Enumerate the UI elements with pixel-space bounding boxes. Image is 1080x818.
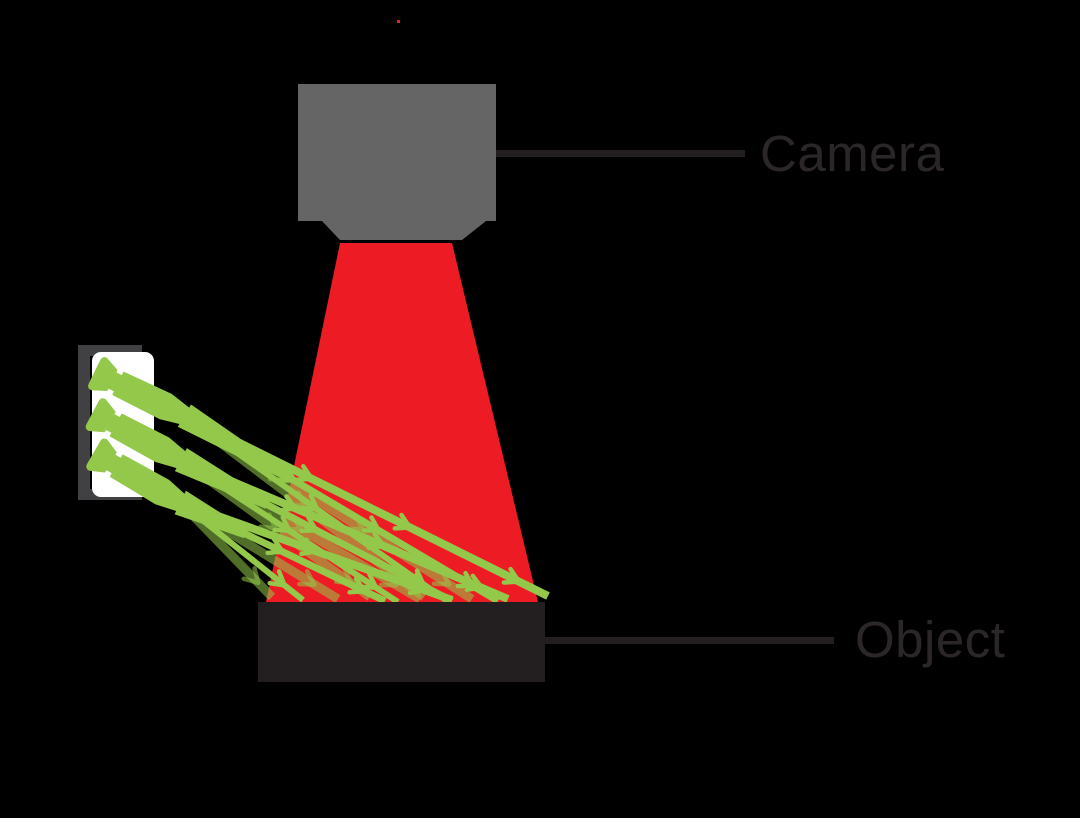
ray-arrowhead xyxy=(359,572,379,591)
ray-arrowhead xyxy=(294,464,314,482)
camera-lens-mount xyxy=(322,221,486,240)
bright-rays-layer xyxy=(178,412,550,606)
laser-emitters-layer xyxy=(85,357,190,511)
camera-body xyxy=(298,84,496,221)
ray-arrowhead xyxy=(299,537,319,557)
ray-arrowhead xyxy=(299,493,320,512)
laser-dot xyxy=(397,20,400,23)
ray-arrowhead xyxy=(267,569,287,588)
light-ray xyxy=(182,412,550,600)
object-callout-line xyxy=(545,637,834,644)
ray-arrowhead xyxy=(407,576,428,596)
light-ray xyxy=(179,455,510,603)
ray-arrowhead xyxy=(366,531,386,551)
laser-emitter-head xyxy=(86,438,186,511)
ray-arrowhead xyxy=(276,465,297,483)
ray-arrowhead xyxy=(241,566,261,586)
laser-emitter-head xyxy=(85,398,186,469)
ray-arrowhead xyxy=(392,512,413,531)
ray-arrowhead xyxy=(297,569,317,587)
projector-bracket-top-arm xyxy=(78,345,142,356)
ray-arrowhead xyxy=(501,566,522,585)
ray-arrowhead xyxy=(464,573,485,592)
laser-emitter-head xyxy=(88,357,190,425)
camera-callout-line xyxy=(496,150,745,157)
projector-bracket-vertical xyxy=(78,345,90,500)
object-label: Object xyxy=(855,611,1006,668)
camera-label: Camera xyxy=(760,125,945,182)
object-box xyxy=(258,602,545,682)
ray-arrowhead xyxy=(278,494,298,513)
ray-arrowhead xyxy=(347,576,367,595)
ray-arrowhead xyxy=(272,515,292,534)
ray-arrowhead xyxy=(361,515,382,533)
ray-arrowhead xyxy=(299,515,319,534)
ray-arrowhead xyxy=(265,537,285,556)
